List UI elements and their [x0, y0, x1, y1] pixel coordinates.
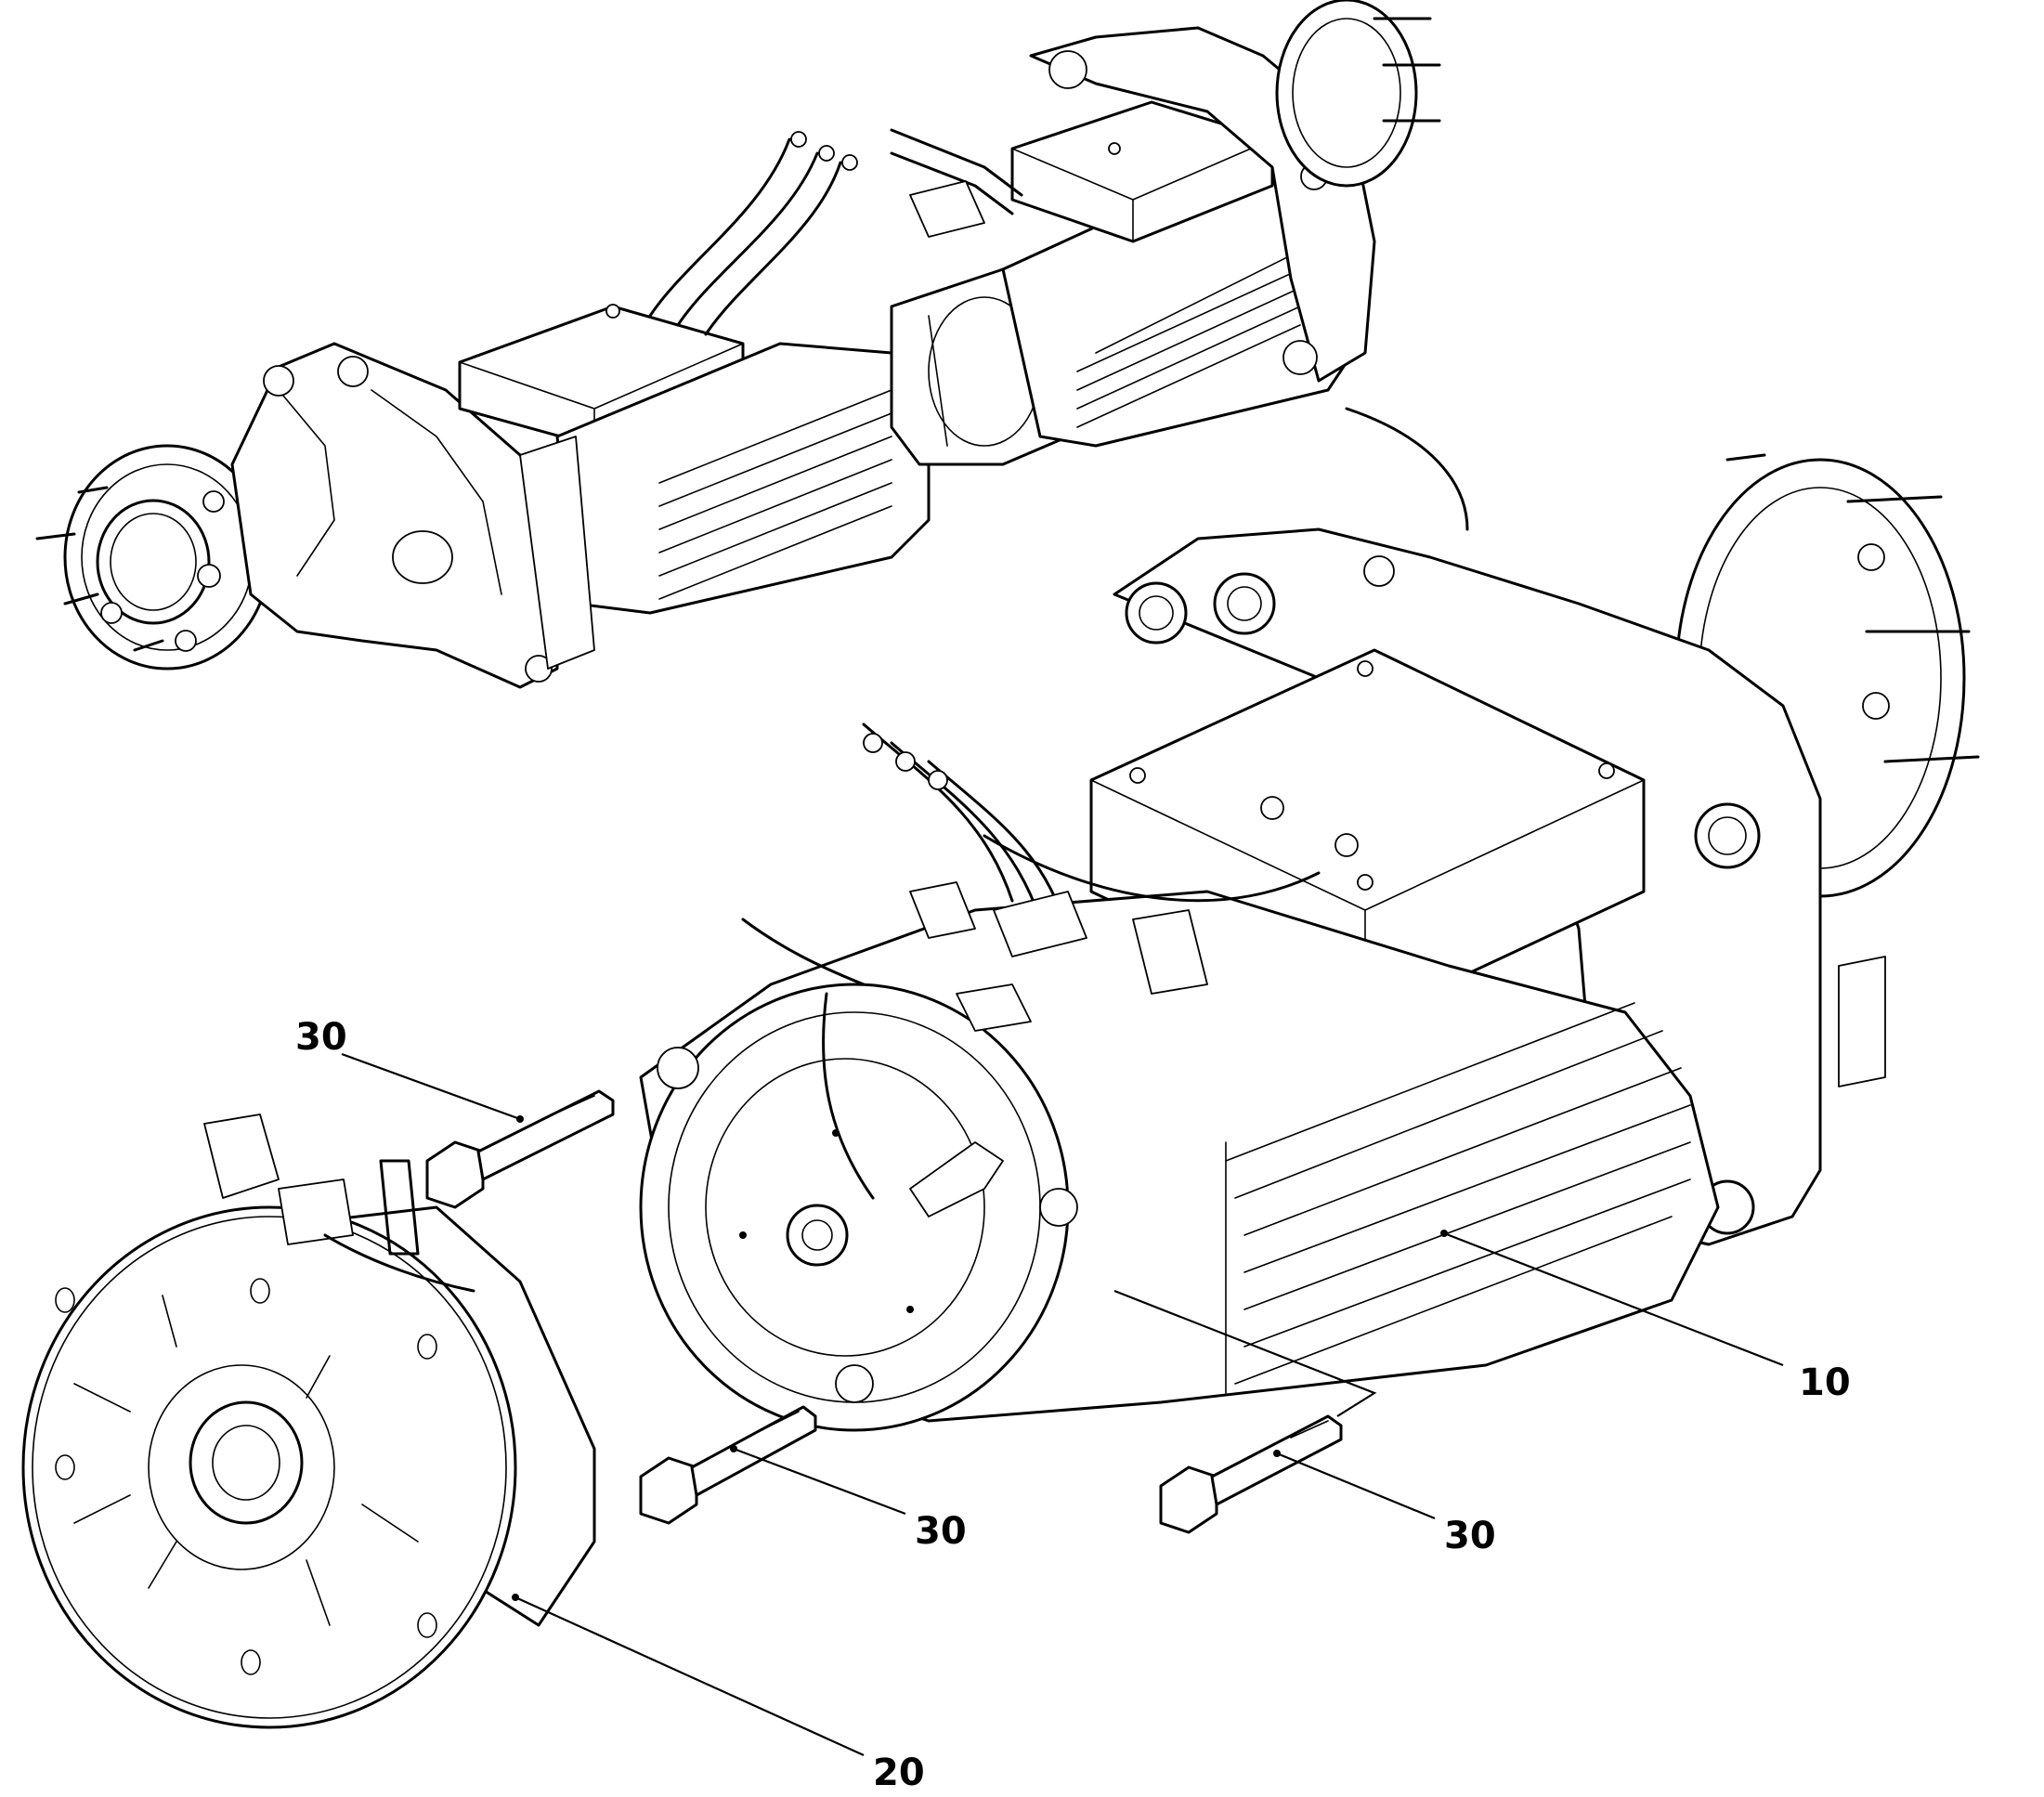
callout-label-30-middle: 30: [915, 1510, 967, 1553]
detail-indicator-arc: [1345, 407, 1469, 531]
right-inverter-cover: [1010, 100, 1274, 243]
bolt-lower-middle: [639, 1405, 817, 1525]
callout-20: 20: [512, 1594, 925, 1794]
callout-label-10: 10: [1799, 1361, 1851, 1404]
callout-label-30-lower: 30: [1444, 1515, 1496, 1557]
motor-end-face: [639, 983, 1078, 1432]
detail-signal-cables: [741, 723, 1321, 1218]
callout-label-30-upper: 30: [295, 1016, 347, 1059]
callout-label-20: 20: [873, 1751, 925, 1794]
motor-assembly: [639, 453, 1980, 1432]
right-wheel-hub: [1275, 0, 1441, 188]
bolt-lower-right: [1159, 1414, 1343, 1534]
left-gearbox-housing: [230, 342, 559, 689]
callout-30-upper: 30: [295, 1016, 524, 1123]
callout-30-middle: 30: [730, 1445, 967, 1553]
left-wheel-hub: [35, 444, 271, 671]
encoder-cover-part: [21, 1113, 596, 1729]
left-motor-body: [519, 342, 931, 670]
axle-assembly-overview: [35, 0, 1441, 689]
callout-10: 10: [1440, 1230, 1851, 1404]
bolt-upper-left: [425, 1089, 615, 1209]
callout-30-lower: 30: [1273, 1450, 1496, 1557]
bolt-group-bracket: [1113, 1289, 1377, 1417]
overview-power-cables: [648, 128, 1023, 336]
